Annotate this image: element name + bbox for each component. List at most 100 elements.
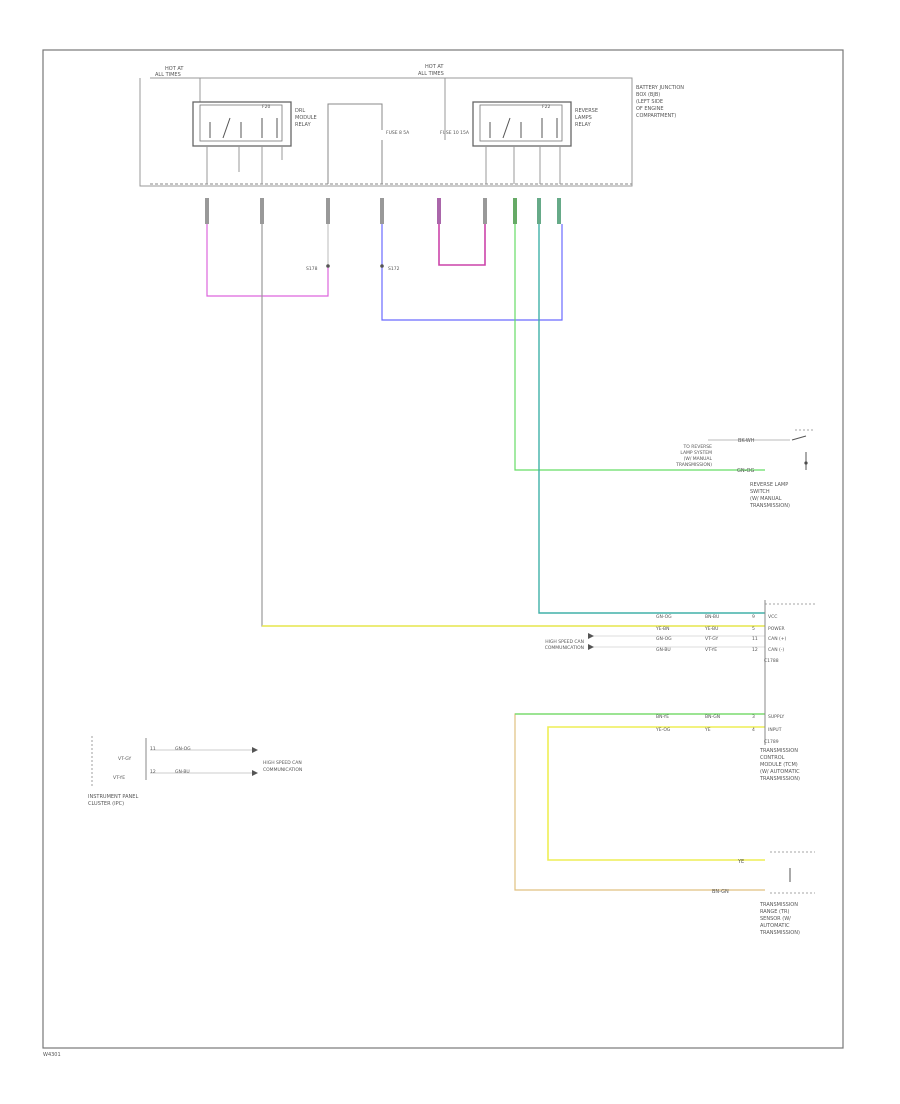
tcm-lower2-wire: YE-OG xyxy=(655,727,671,733)
tcm-row4-pin: 12 xyxy=(752,647,758,653)
sensor-name-5: TRANSMISSION) xyxy=(759,930,800,936)
tcm-lower2-name: INPUT xyxy=(768,727,782,733)
can-arrow-plus-icon xyxy=(588,633,594,639)
tcm-lower1-color: BN-GN xyxy=(705,714,720,720)
tr-sensor: YE BN-GN TRANSMISSION RANGE (TR) SENSOR … xyxy=(712,851,815,936)
can-arrow-minus-icon xyxy=(588,644,594,650)
splice-dot-left xyxy=(326,264,330,268)
reverse-relay-label-3: RELAY xyxy=(575,122,592,128)
sensor-wire-bottom: BN-GN xyxy=(712,889,729,895)
stub-3 xyxy=(326,198,330,224)
ipc-network-label-1: HIGH SPEED CAN xyxy=(263,760,302,766)
wire-magenta-left xyxy=(206,224,329,297)
drl-relay: F20 DRL MODULE RELAY xyxy=(192,101,317,184)
stub-7 xyxy=(513,198,517,224)
reverse-relay-inner xyxy=(479,104,563,142)
stub-5 xyxy=(437,198,441,224)
diagram-border xyxy=(42,49,844,1049)
splice-left: S178 xyxy=(306,264,330,272)
tcm-connector-c1789: C1789 xyxy=(764,739,779,745)
reverse-relay-label-1: REVERSE xyxy=(575,108,598,114)
bjb-label-line-4: OF ENGINE xyxy=(636,106,664,112)
bjb-label-line-1: BATTERY JUNCTION xyxy=(636,85,684,91)
ipc-name-1: INSTRUMENT PANEL xyxy=(88,794,138,800)
tcm-connector-c1788: C1788 xyxy=(764,658,779,664)
tcm-name-1: TRANSMISSION xyxy=(759,748,798,754)
tcm-name-2: CONTROL xyxy=(760,755,785,761)
drl-relay-label-1: DRL xyxy=(295,108,305,114)
splice-right-label: S172 xyxy=(388,266,400,272)
sensor-wire-yellow: YE xyxy=(737,859,744,865)
switch-contact-icon xyxy=(791,435,807,441)
tcm-lower1-wire: BN-YE xyxy=(656,714,669,720)
tcm-row2-name: POWER xyxy=(768,626,785,632)
rev-switch-to-4: TRANSMISSION) xyxy=(675,462,712,468)
drl-relay-fuse: F20 xyxy=(262,104,270,110)
tcm-row1-wire: GN-OG xyxy=(656,614,672,620)
tcm-lower2-color: YE xyxy=(704,727,711,733)
instrument-panel-cluster: VT-GY 11 GN-OG VT-YE 12 GN-BU HIGH SPEED… xyxy=(88,736,302,807)
bjb-label-line-3: (LEFT SIDE xyxy=(636,99,663,105)
drl-relay-box xyxy=(192,101,292,147)
sensor-name-2: RANGE (TR) xyxy=(760,909,790,915)
stub-8 xyxy=(537,198,541,224)
fuse-label-b: FUSE 10 15A xyxy=(440,130,470,136)
drl-relay-inner xyxy=(199,104,283,142)
left-bus-label-top: HOT AT xyxy=(165,66,184,72)
tcm-row4-color: VT-YE xyxy=(705,647,717,653)
rev-switch-wire-top: BK-WH xyxy=(738,438,755,444)
reverse-relay-label-2: LAMPS xyxy=(575,115,592,121)
sensor-name-1: TRANSMISSION xyxy=(759,902,798,908)
sensor-name-4: AUTOMATIC xyxy=(760,923,790,929)
tcm-row2-pin: 5 xyxy=(752,626,755,632)
center-fuse-block: FUSE 8 5A FUSE 10 15A xyxy=(327,103,470,184)
tcm-network-label-1: HIGH SPEED CAN xyxy=(545,639,584,645)
ipc-can-arrow-plus-icon xyxy=(252,747,258,753)
bjb-enclosure xyxy=(139,77,633,187)
wire-blue xyxy=(381,224,563,321)
rev-switch-to-1: TO REVERSE xyxy=(683,444,713,450)
tcm-row3-color: VT-GY xyxy=(705,636,718,642)
splice-right: S172 xyxy=(380,264,400,272)
tcm-name-3: MODULE (TCM) xyxy=(760,762,798,768)
wire-gray xyxy=(261,224,765,627)
rev-switch-to-3: (W/ MANUAL xyxy=(684,456,713,462)
tcm-row1-name: VCC xyxy=(768,614,777,620)
reverse-lamp-switch: BK-WH GN-OG TO REVERSE LAMP SYSTEM (W/ M… xyxy=(675,429,815,509)
tcm-row4-wire: GN-BU xyxy=(656,647,671,653)
rev-switch-wire-bottom: GN-OG xyxy=(737,468,754,474)
center-bus-label-bottom: ALL TIMES xyxy=(418,71,444,77)
tcm-lower2-pin: 4 xyxy=(752,727,755,733)
ipc-can-arrow-minus-icon xyxy=(252,770,258,776)
diagram-code: W4301 xyxy=(43,1052,61,1058)
drl-relay-switch-icon xyxy=(222,117,231,139)
splice-left-label: S178 xyxy=(306,266,318,272)
bjb-label-line-5: COMPARTMENT) xyxy=(636,113,676,119)
connector-stubs xyxy=(205,198,561,224)
tcm-lower1-name: SUPPLY xyxy=(768,714,784,720)
fuse-label-a: FUSE 8 5A xyxy=(386,130,410,136)
reverse-relay-switch-icon xyxy=(502,117,511,139)
rev-switch-name-3: (W/ MANUAL xyxy=(750,496,782,502)
rev-switch-name-2: SWITCH xyxy=(750,489,770,495)
drl-relay-label-3: RELAY xyxy=(295,122,312,128)
ipc-row1-color: VT-GY xyxy=(118,756,131,762)
tcm-row3-pin: 11 xyxy=(752,636,758,642)
stub-9 xyxy=(557,198,561,224)
tcm-row3-name: CAN (+) xyxy=(768,636,787,642)
rev-switch-name-4: TRANSMISSION) xyxy=(749,503,790,509)
reverse-relay-box xyxy=(472,101,572,147)
splice-dot-right xyxy=(380,264,384,268)
stub-2 xyxy=(260,198,264,224)
sensor-name-3: SENSOR (W/ xyxy=(760,916,791,922)
ipc-row2-pin: 12 xyxy=(150,769,156,775)
tcm-row2-color: YE-BU xyxy=(704,626,718,632)
left-bus-label-bottom: ALL TIMES xyxy=(155,72,181,78)
wire-teal xyxy=(538,224,765,614)
center-bus-label-top: HOT AT xyxy=(425,64,444,70)
wire-yellow-sensor xyxy=(547,726,765,861)
tcm-row1-pin: 9 xyxy=(752,614,755,620)
tcm-lower1-pin: 3 xyxy=(752,714,755,720)
ipc-row2-color: VT-YE xyxy=(113,775,125,781)
reverse-relay-fuse: F22 xyxy=(542,104,550,110)
